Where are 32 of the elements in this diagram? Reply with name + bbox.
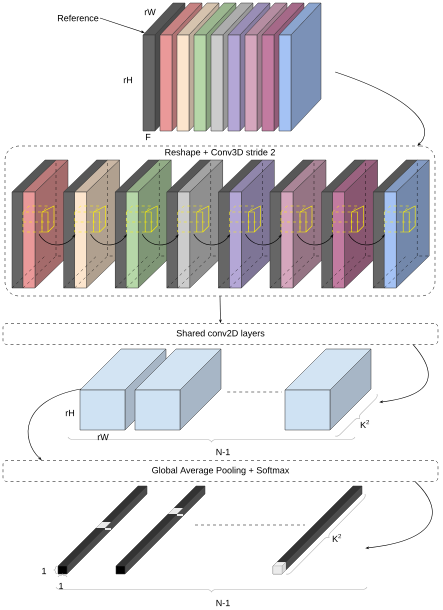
dimension-label: rW xyxy=(144,8,156,16)
dimension-label: K$^{2}$ xyxy=(332,534,342,542)
arrow xyxy=(296,234,334,246)
kernel-cube xyxy=(229,206,261,232)
kernel-cube xyxy=(384,206,416,232)
frame-stack-drawing xyxy=(142,2,322,132)
dimension-label: N-1 xyxy=(216,600,230,606)
feature-block xyxy=(284,348,372,430)
vector-bar xyxy=(272,486,362,574)
dimension-label: rH xyxy=(66,410,74,416)
arrow xyxy=(348,234,385,246)
kernel-cube xyxy=(126,206,158,232)
kernel-cube xyxy=(178,206,210,232)
dashed-band: Shared conv2D layers xyxy=(2,323,438,345)
arrow xyxy=(90,234,127,246)
arrow xyxy=(38,234,76,246)
dimension-label: 1 xyxy=(59,582,64,590)
dimension-label: K$^{2}$ xyxy=(360,420,370,428)
kernel-cube xyxy=(74,206,106,232)
dimension-label: 1 xyxy=(42,568,46,574)
kernel-cube xyxy=(332,206,364,232)
dashed-band: Global Average Pooling + Softmax xyxy=(2,460,438,482)
arrow xyxy=(245,234,282,246)
dimension-label: rH xyxy=(124,76,132,84)
reference-label: Reference xyxy=(58,14,98,22)
dimension-label: rW xyxy=(98,434,109,440)
vector-bar xyxy=(58,486,148,574)
vector-bar xyxy=(116,486,206,574)
feature-block xyxy=(134,348,222,430)
kernel-cube xyxy=(22,206,54,232)
dashed-container: Reshape + Conv3D stride 2 xyxy=(4,146,436,296)
kernel-cube xyxy=(280,206,312,232)
